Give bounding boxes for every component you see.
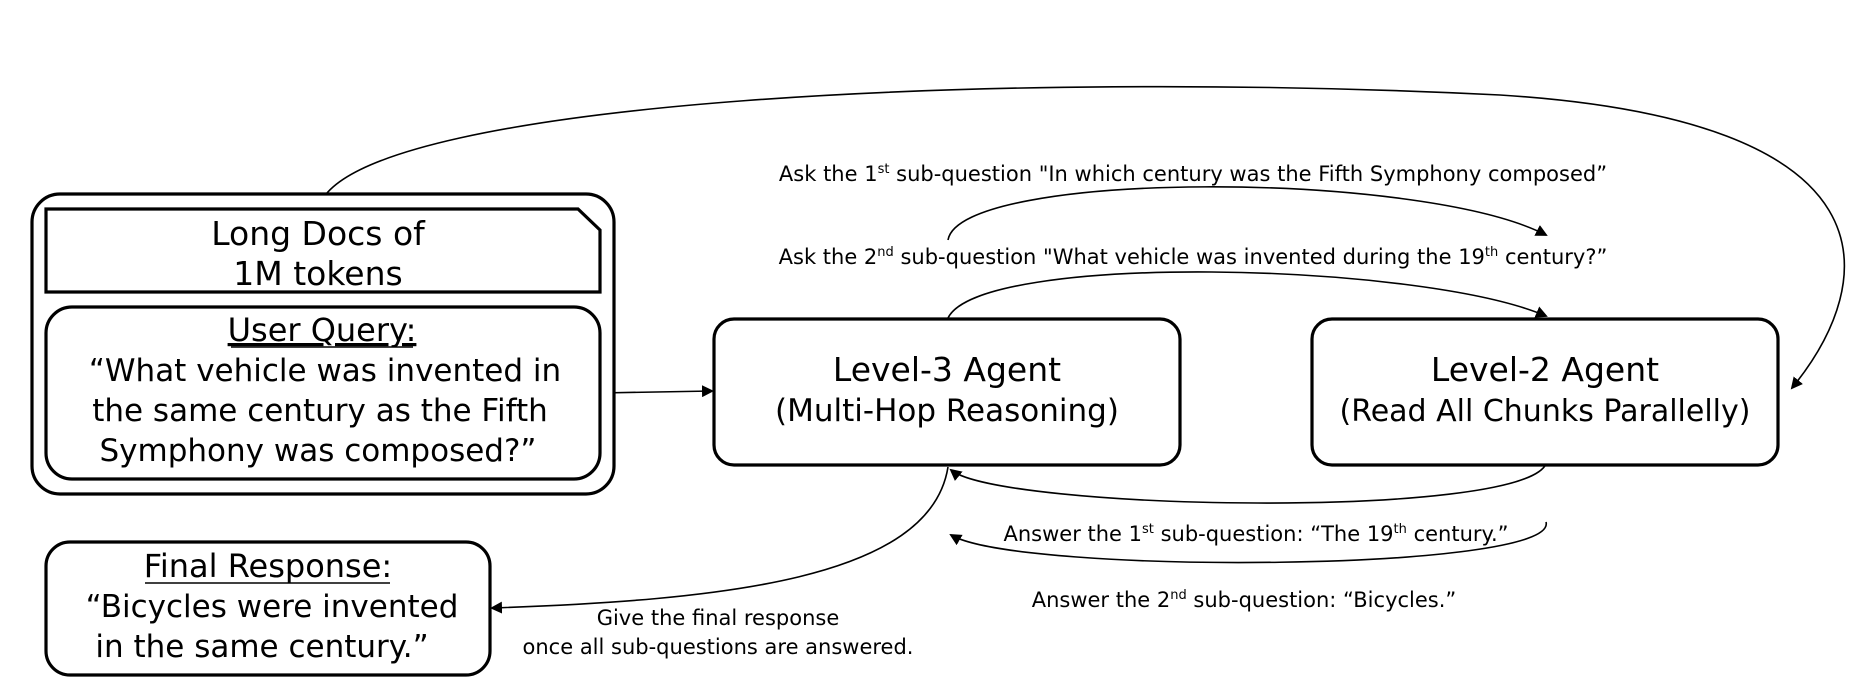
level3-agent-subtitle: (Multi-Hop Reasoning): [775, 393, 1119, 429]
level3-agent-box: [712, 317, 1182, 467]
ask-second-rest-b: century?”: [1498, 245, 1607, 269]
answer-second-rest: sub-question: “Bicycles.”: [1187, 588, 1457, 612]
ask-first-subquestion-edge: [947, 186, 1548, 241]
ask-second-sup: nd: [877, 245, 894, 260]
user-query-box: [44, 305, 602, 481]
level2-agent-subtitle: (Read All Chunks Parallelly): [1340, 394, 1751, 429]
final-edge-label-line1: Give the final response: [597, 606, 840, 630]
ask-first-rest: sub-question "In which century was the F…: [889, 162, 1607, 186]
user-query-line2: the same century as the Fifth: [92, 393, 548, 429]
answer-first-sup2: th: [1394, 522, 1407, 537]
user-query-line3: Symphony was composed?”: [100, 433, 537, 469]
final-edge-label-line2: once all sub-questions are answered.: [523, 635, 914, 659]
final-response-line1: “Bicycles were invented: [86, 589, 459, 625]
user-query-title: User Query:: [228, 311, 417, 349]
level3-to-final-edge: [490, 466, 949, 614]
ask-second-subquestion-edge: [947, 271, 1548, 319]
ask-second-rest-a: sub-question "What vehicle was invented …: [894, 245, 1485, 269]
final-response-title: Final Response:: [144, 547, 392, 585]
ask-first-sup: st: [878, 162, 890, 177]
level3-agent-title: Level-3 Agent: [833, 350, 1061, 389]
answer-first-subquestion-label: Answer the 1st sub-question: “The 19th c…: [1003, 522, 1508, 546]
answer-second-subquestion-label: Answer the 2nd sub-question: “Bicycles.”: [1032, 588, 1457, 612]
level2-agent-title: Level-2 Agent: [1431, 350, 1659, 389]
answer-second-subquestion-edge: [949, 521, 1547, 564]
docs-to-level2-edge: [321, 85, 1846, 390]
answer-first-mid: sub-question: “The 19: [1154, 522, 1394, 546]
level2-agent-box: [1310, 317, 1780, 467]
answer-first-prefix: Answer the 1: [1003, 522, 1142, 546]
answer-second-prefix: Answer the 2: [1032, 588, 1171, 612]
ask-second-sup2: th: [1485, 245, 1498, 260]
answer-second-sup: nd: [1170, 588, 1187, 603]
final-response-line2: in the same century.”: [95, 629, 428, 665]
answer-first-rest: century.”: [1407, 522, 1509, 546]
user-query-line1: “What vehicle was invented in: [89, 353, 561, 389]
ask-first-subquestion-label: Ask the 1st sub-question "In which centu…: [779, 162, 1607, 186]
answer-first-subquestion-edge: [949, 463, 1547, 504]
long-docs-box: [44, 207, 602, 294]
final-response-box: [44, 540, 492, 677]
long-docs-line2: 1M tokens: [233, 254, 402, 293]
ask-second-subquestion-label: Ask the 2nd sub-question "What vehicle w…: [779, 245, 1608, 269]
long-docs-line1: Long Docs of: [211, 214, 426, 253]
answer-first-sup: st: [1142, 522, 1154, 537]
ask-second-prefix: Ask the 2: [779, 245, 878, 269]
query-to-level3-edge: [599, 385, 714, 398]
ask-first-prefix: Ask the 1: [779, 162, 878, 186]
